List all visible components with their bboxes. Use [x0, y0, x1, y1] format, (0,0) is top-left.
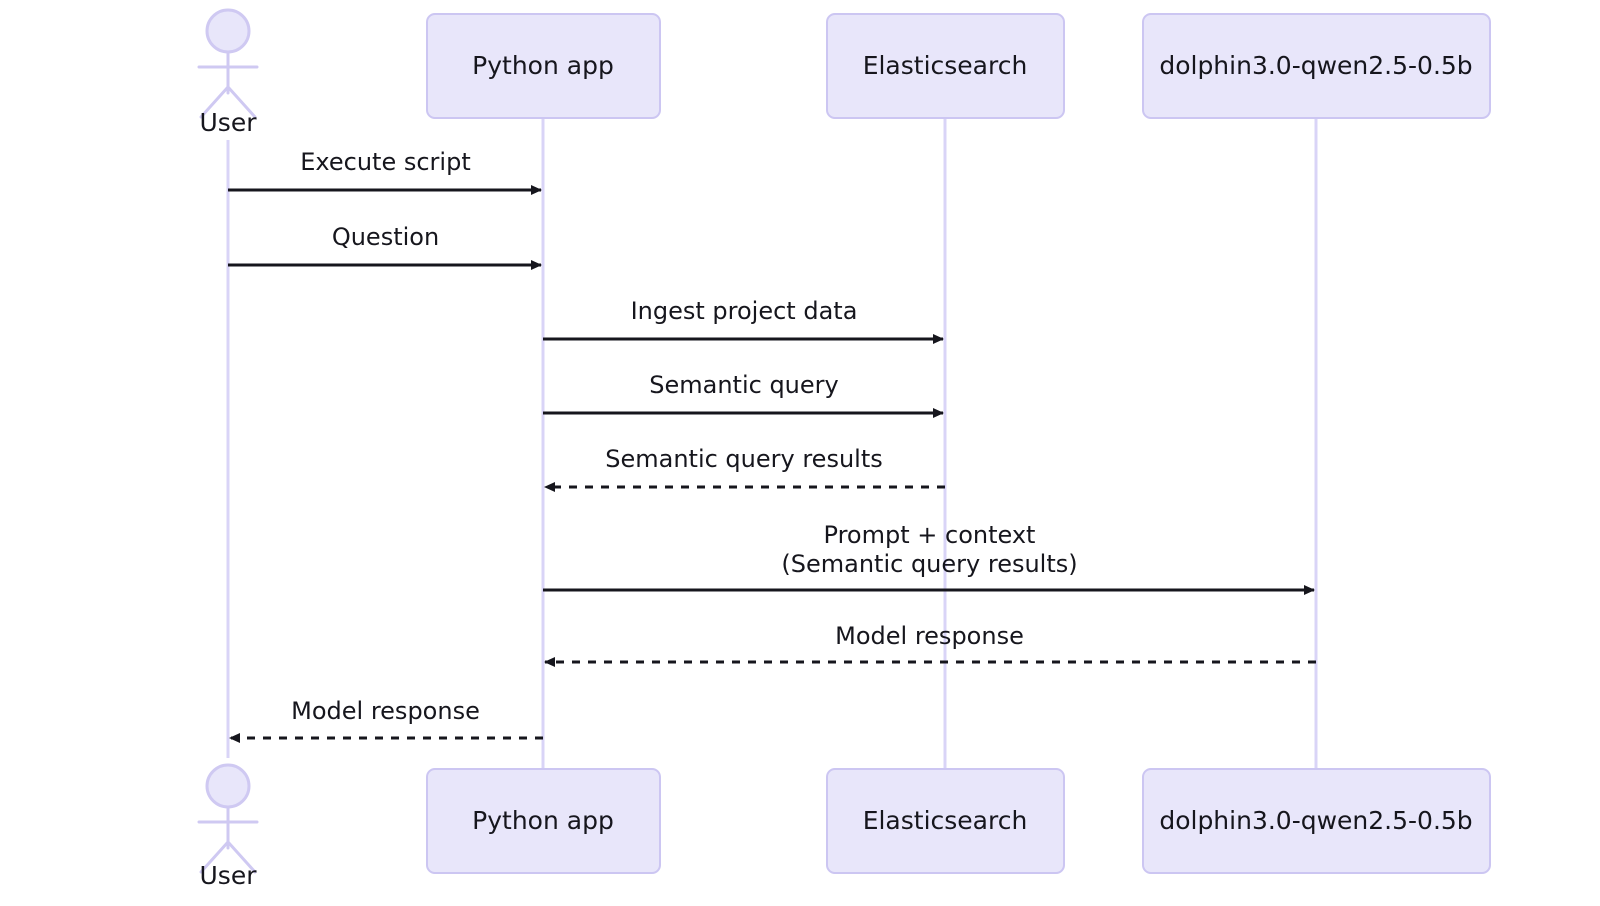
lifelines-group — [226, 118, 1318, 769]
message-m1: Execute script — [228, 148, 542, 195]
message-label: Question — [332, 223, 439, 251]
message-m8: Model response — [229, 697, 543, 743]
actor-head-icon — [205, 8, 251, 54]
participant-label: Python app — [472, 806, 614, 835]
actor-user-top: User — [197, 8, 259, 137]
message-m3: Ingest project data — [543, 297, 944, 344]
participant-app-bottom[interactable]: Python app — [426, 768, 661, 874]
actor-head-icon — [205, 763, 251, 809]
actor-label: User — [200, 108, 258, 137]
participant-model-bottom[interactable]: dolphin3.0-qwen2.5-0.5b — [1142, 768, 1491, 874]
participant-box[interactable] — [426, 768, 661, 874]
participant-label: dolphin3.0-qwen2.5-0.5b — [1159, 51, 1472, 80]
message-label: Model response — [291, 697, 480, 725]
message-label-line2: (Semantic query results) — [781, 550, 1077, 578]
message-label: Execute script — [300, 148, 470, 176]
actor-label: User — [200, 861, 258, 890]
participant-es-top[interactable]: Elasticsearch — [826, 13, 1065, 119]
message-m6: Prompt + context(Semantic query results) — [543, 521, 1315, 595]
message-m2: Question — [228, 223, 542, 270]
participant-model-top[interactable]: dolphin3.0-qwen2.5-0.5b — [1142, 13, 1491, 119]
message-m7: Model response — [544, 622, 1316, 667]
message-m5: Semantic query results — [544, 445, 945, 492]
participant-app-top[interactable]: Python app — [426, 13, 661, 119]
actor-legs-icon — [199, 84, 257, 119]
participant-box[interactable] — [1142, 13, 1491, 119]
message-label: Semantic query results — [605, 445, 883, 473]
message-label: Prompt + context — [824, 521, 1036, 549]
actor-legs-icon — [199, 839, 257, 874]
participant-label: dolphin3.0-qwen2.5-0.5b — [1159, 806, 1472, 835]
message-label: Model response — [835, 622, 1024, 650]
participant-es-bottom[interactable]: Elasticsearch — [826, 768, 1065, 874]
participant-label: Elasticsearch — [863, 51, 1028, 80]
actor-user-bottom: User — [197, 763, 259, 890]
participant-box[interactable] — [1142, 768, 1491, 874]
participant-box[interactable] — [826, 768, 1065, 874]
participants-bottom-group: User Python app Elasticsearch dolphin3.0-qw… — [197, 763, 1491, 890]
participant-box[interactable] — [426, 13, 661, 119]
participant-box[interactable] — [826, 13, 1065, 119]
participants-top-group: User Python app Elasticsearch dolphin3.0-qw… — [197, 8, 1491, 137]
message-label: Ingest project data — [631, 297, 858, 325]
message-m4: Semantic query — [543, 371, 944, 418]
message-label: Semantic query — [649, 371, 838, 399]
participant-label: Python app — [472, 51, 614, 80]
participant-label: Elasticsearch — [863, 806, 1028, 835]
